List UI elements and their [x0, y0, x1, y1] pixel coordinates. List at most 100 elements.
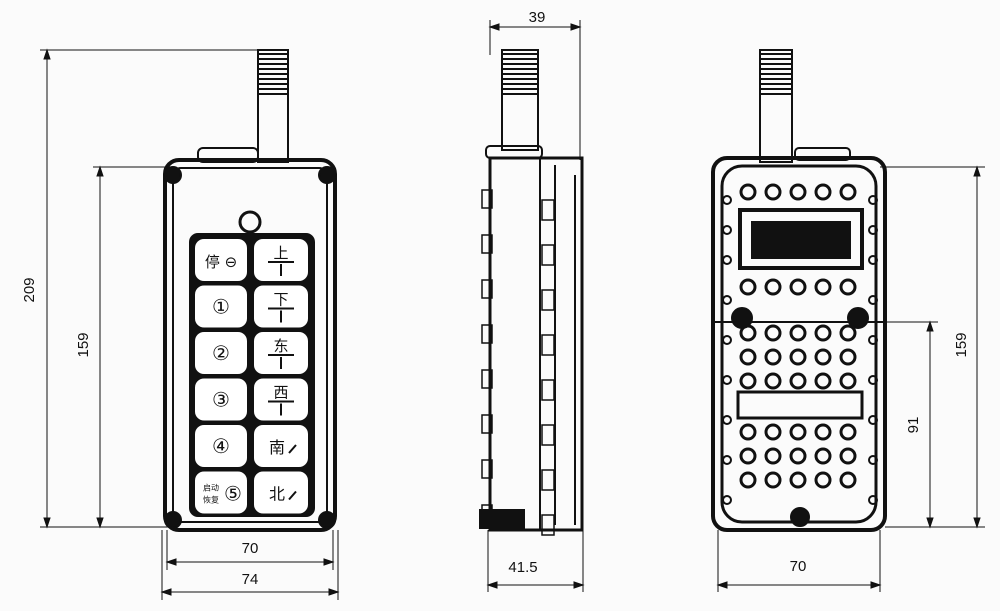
corner-bumper: [164, 166, 182, 184]
back-hole: [789, 183, 807, 201]
label-slot: [736, 390, 864, 420]
back-hole: [868, 375, 878, 385]
dimension-label: 70: [242, 540, 259, 557]
key-label: 北: [269, 485, 285, 504]
back-hole: [739, 447, 757, 465]
side-rib: [481, 459, 493, 479]
key-left: [195, 425, 247, 467]
key-mark: [288, 444, 297, 454]
key-left: [195, 378, 247, 421]
side-rib: [481, 414, 493, 434]
side-rib: [541, 424, 555, 446]
key-label-small: 启动: [203, 483, 219, 493]
back-hole: [764, 423, 782, 441]
back-hole: [722, 375, 732, 385]
back-hole: [764, 348, 782, 366]
side-cap: [485, 145, 543, 159]
key-right: [254, 425, 308, 467]
side-rib: [481, 234, 493, 254]
back-hole: [722, 335, 732, 345]
dimension-label: 159: [75, 332, 92, 357]
side-rib: [541, 289, 555, 311]
back-body: [711, 156, 887, 532]
side-rib: [541, 514, 555, 536]
corner-bumper: [164, 511, 182, 529]
back-hole: [868, 335, 878, 345]
back-hole: [789, 324, 807, 342]
back-hole: [722, 455, 732, 465]
side-rib: [481, 279, 493, 299]
back-hole: [722, 495, 732, 505]
key-label: 下: [273, 291, 288, 309]
dimension-label: 209: [21, 277, 38, 302]
side-view: [479, 49, 584, 536]
back-hole: [868, 255, 878, 265]
back-hole: [868, 415, 878, 425]
back-hole: [814, 183, 832, 201]
back-hole: [814, 423, 832, 441]
back-hole: [722, 255, 732, 265]
corner-bumper: [318, 511, 336, 529]
key-label: 西: [273, 384, 288, 402]
dimension-label: 41.5: [508, 559, 537, 576]
back-hole: [739, 471, 757, 489]
back-hole: [764, 447, 782, 465]
back-hole: [789, 278, 807, 296]
back-hole: [764, 183, 782, 201]
back-hole: [868, 455, 878, 465]
back-hole: [739, 372, 757, 390]
back-antenna: [759, 49, 793, 163]
dimension-arrow: [328, 588, 340, 596]
antenna-ribs: [258, 53, 288, 95]
key-right: [254, 471, 308, 514]
key-label: ③: [212, 388, 230, 412]
side-rib: [541, 469, 555, 491]
back-hole: [814, 471, 832, 489]
key-label: ②: [212, 341, 230, 365]
side-body: [488, 156, 584, 532]
back-hole: [839, 348, 857, 366]
back-hole: [789, 348, 807, 366]
key-left: [195, 285, 247, 328]
back-hole: [722, 195, 732, 205]
side-rib: [541, 244, 555, 266]
back-hole: [868, 495, 878, 505]
back-hole: [739, 423, 757, 441]
dimension-arrow: [926, 320, 934, 332]
key-left: [195, 239, 247, 281]
dimension-arrow: [926, 517, 934, 529]
antenna: [257, 49, 289, 163]
key-label: 东: [273, 337, 288, 355]
back-hole: [789, 372, 807, 390]
dimension-label: 159: [953, 332, 970, 357]
back-hole: [868, 195, 878, 205]
dimension-arrow: [323, 558, 335, 566]
back-hole: [814, 348, 832, 366]
side-rib: [481, 324, 493, 344]
back-view: [711, 49, 887, 532]
dimension-label: 39: [529, 9, 546, 26]
dimension-arrow: [486, 581, 498, 589]
back-hole: [814, 278, 832, 296]
back-hole: [868, 295, 878, 305]
back-hole: [839, 183, 857, 201]
lanyard-hole: [238, 210, 262, 234]
corner-bumper: [318, 166, 336, 184]
back-hole: [789, 423, 807, 441]
dimension-arrow: [488, 23, 500, 31]
dimension-arrow: [716, 581, 728, 589]
back-hole: [789, 447, 807, 465]
key-label: 上: [273, 244, 288, 262]
back-hole: [722, 415, 732, 425]
key-left: [195, 471, 247, 514]
side-foot: [479, 509, 525, 529]
dimension-arrow: [43, 48, 51, 60]
back-hole: [789, 471, 807, 489]
front-body: [163, 158, 337, 532]
dimension-arrow: [973, 165, 981, 177]
key-label: 停 ⊖: [205, 253, 237, 271]
dimension-arrow: [870, 581, 882, 589]
back-hole: [722, 295, 732, 305]
